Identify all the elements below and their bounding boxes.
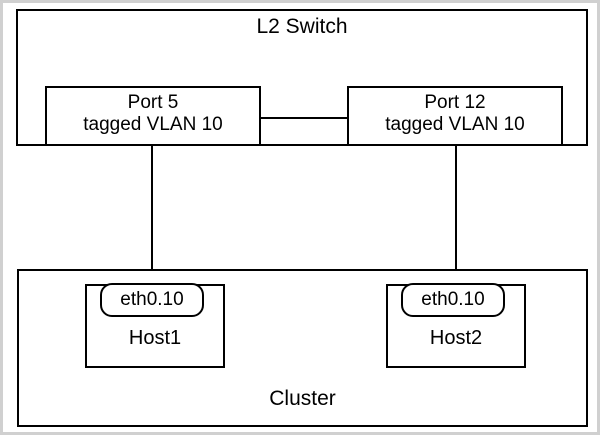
cluster-title: Cluster [269, 387, 336, 410]
host1-nic-label: eth0.10 [120, 289, 184, 310]
downlink-port12-host2-line [455, 145, 457, 271]
downlink-port5-host1-line [151, 145, 153, 271]
host1-label: Host1 [128, 327, 182, 349]
port-12-vlan: tagged VLAN 10 [385, 114, 525, 136]
port-5-vlan: tagged VLAN 10 [83, 114, 223, 136]
port-5-label: Port 5 tagged VLAN 10 [45, 92, 261, 137]
host2-nic-box[interactable] [401, 283, 505, 317]
port-5-name: Port 5 [127, 92, 179, 113]
port-12-label: Port 12 tagged VLAN 10 [347, 92, 563, 137]
port-5-box[interactable] [45, 86, 261, 146]
host2-nic-label: eth0.10 [421, 289, 485, 310]
port-12-name: Port 12 [424, 92, 486, 113]
trunk-link-line [261, 117, 347, 119]
host2-label: Host2 [429, 327, 483, 349]
host1-nic-box[interactable] [100, 283, 204, 317]
l2-switch-title: L2 Switch [256, 15, 348, 38]
